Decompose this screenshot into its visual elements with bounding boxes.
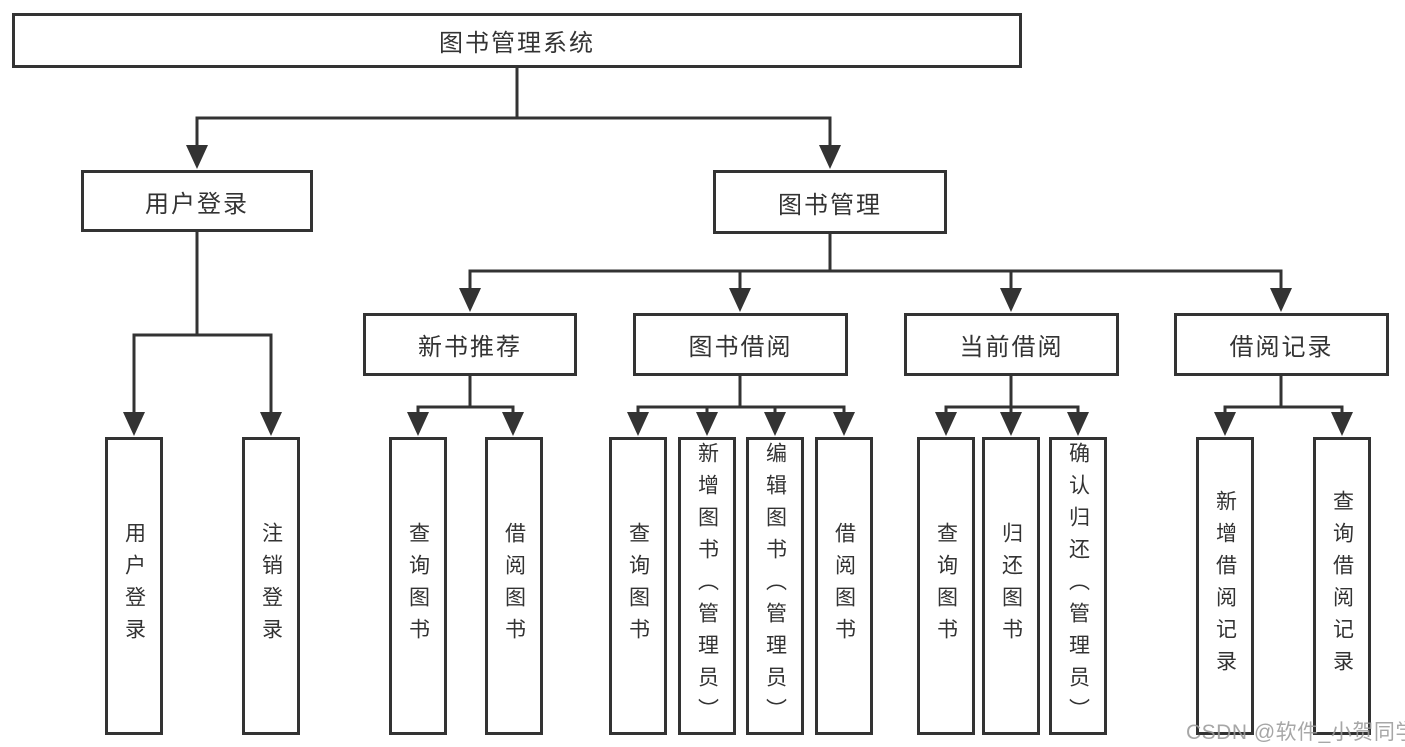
leaf-confirm-return-admin: 确认归还（管理员） [1049,437,1107,735]
leaf-borrow-books-borrowing: 借阅图书 [815,437,873,735]
connector-book-management-to-level3 [468,234,1283,290]
node-new-book-recommend-label: 新书推荐 [418,334,522,361]
leaf-query-books-recommend: 查询图书 [389,437,447,735]
leaf-add-borrow-record-label: 新增借阅记录 [1213,490,1237,682]
leaf-borrow-books-borrowing-label: 借阅图书 [832,522,856,650]
watermark: CSDN @软件_小贺同学 [1186,721,1405,744]
leaf-confirm-return-admin-label: 确认归还（管理员） [1066,442,1090,730]
leaf-return-books-label: 归还图书 [999,522,1023,650]
node-library-system: 图书管理系统 [12,13,1022,68]
leaf-edit-books-admin: 编辑图书（管理员） [746,437,804,735]
leaf-return-books: 归还图书 [982,437,1040,735]
leaf-add-books-admin: 新增图书（管理员） [678,437,736,735]
node-book-borrowing-label: 图书借阅 [688,334,793,361]
leaf-borrow-books-recommend: 借阅图书 [485,437,543,735]
node-new-book-recommend: 新书推荐 [363,313,577,376]
leaf-user-login: 用户登录 [105,437,163,735]
connector-new-book-recommend-to-children [416,376,515,414]
connector-borrowing-records-to-children [1223,376,1344,414]
node-current-borrowing-label: 当前借阅 [959,334,1064,361]
leaf-query-books-recommend-label: 查询图书 [406,522,430,650]
arrowheads-down [123,145,1353,436]
leaf-add-books-admin-label: 新增图书（管理员） [695,442,719,730]
leaf-query-books-current-label: 查询图书 [934,522,958,650]
leaf-query-books-borrowing: 查询图书 [609,437,667,735]
connector-book-borrowing-to-children [636,376,846,414]
node-borrowing-records-label: 借阅记录 [1229,334,1334,361]
leaf-add-borrow-record: 新增借阅记录 [1196,437,1254,735]
connector-user-login-to-children [132,232,273,414]
node-borrowing-records: 借阅记录 [1174,313,1389,376]
leaf-edit-books-admin-label: 编辑图书（管理员） [763,442,787,730]
node-book-borrowing: 图书借阅 [633,313,848,376]
leaf-logout-label: 注销登录 [259,522,283,650]
leaf-query-borrow-record: 查询借阅记录 [1313,437,1371,735]
leaf-user-login-label: 用户登录 [122,522,146,650]
leaf-logout: 注销登录 [242,437,300,735]
leaf-query-books-borrowing-label: 查询图书 [626,522,650,650]
node-book-management: 图书管理 [713,170,947,234]
leaf-borrow-books-recommend-label: 借阅图书 [502,522,526,650]
leaf-query-books-current: 查询图书 [917,437,975,735]
node-book-management-label: 图书管理 [778,191,882,219]
connector-root-to-level2 [195,68,832,146]
leaf-query-borrow-record-label: 查询借阅记录 [1330,490,1354,682]
node-library-system-label: 图书管理系统 [439,30,595,57]
connector-current-borrowing-to-children [944,376,1080,414]
node-user-login-label: 用户登录 [145,190,249,218]
node-current-borrowing: 当前借阅 [904,313,1119,376]
node-user-login: 用户登录 [81,170,313,232]
